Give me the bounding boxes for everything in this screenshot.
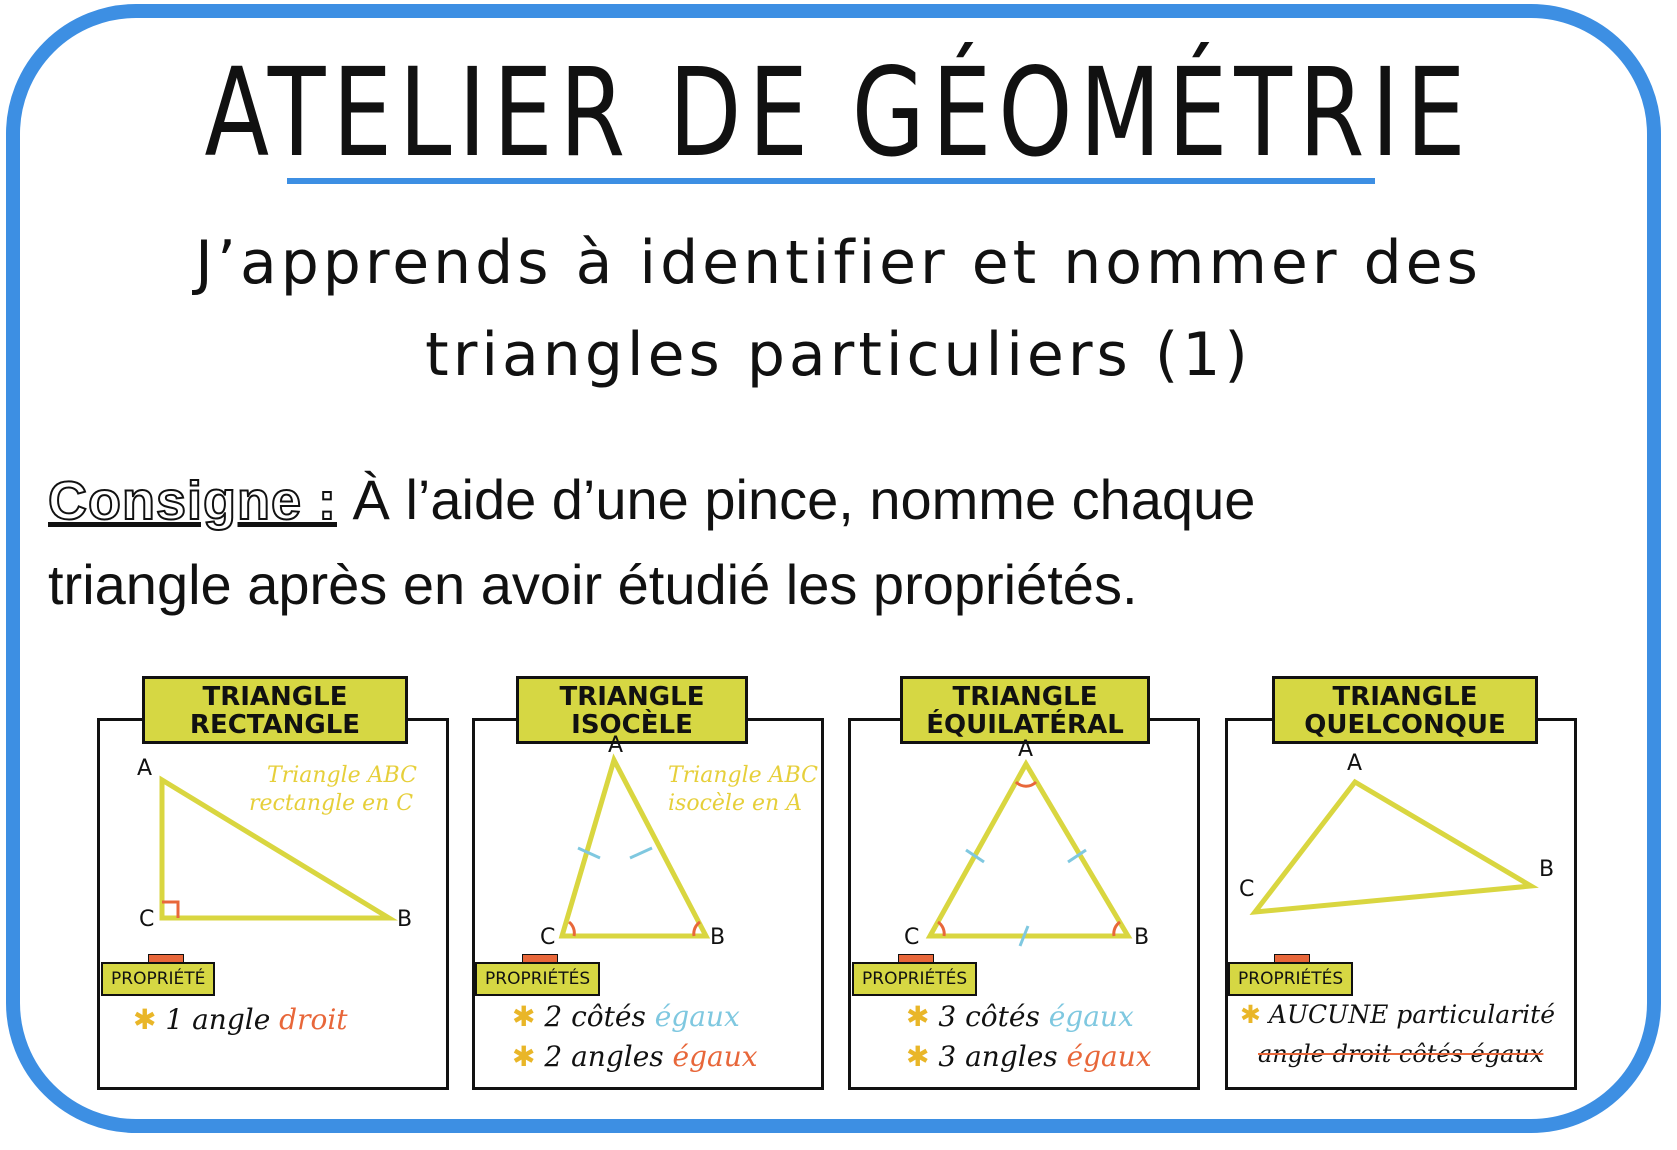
panel-equilateral-label: TRIANGLE ÉQUILATÉRAL bbox=[900, 676, 1150, 744]
vertex-c: C bbox=[1239, 877, 1254, 902]
vertex-c: C bbox=[540, 925, 555, 950]
property-prefix: angle droit côtés égaux bbox=[1258, 1040, 1544, 1068]
property-line-2: angle droit côtés égaux bbox=[1258, 1040, 1543, 1068]
property-tag: PROPRIÉTÉS bbox=[852, 962, 978, 996]
panel-label-line-2: ÉQUILATÉRAL bbox=[926, 710, 1124, 740]
property-highlight: droit bbox=[279, 1003, 348, 1036]
bullet-star-icon: ✱ bbox=[1240, 1000, 1261, 1029]
panel-label-line-1: TRIANGLE bbox=[952, 682, 1098, 712]
bullet-star-icon: ✱ bbox=[512, 1040, 536, 1073]
triangle-quelconque-figure: A B C bbox=[1239, 751, 1554, 916]
triangle-note-line-2: isocèle en A bbox=[668, 791, 802, 816]
panel-label-line-2: ISOCÈLE bbox=[571, 710, 693, 740]
property-line-2: ✱ 3 angles égaux bbox=[906, 1040, 1152, 1073]
title-underline bbox=[287, 178, 1375, 184]
property-tag: PROPRIÉTÉ bbox=[101, 962, 216, 996]
triangle-equilateral-figure: A B C bbox=[904, 737, 1149, 950]
vertex-a: A bbox=[1018, 737, 1033, 762]
subtitle-line-1: J’apprends à identifier et nommer des bbox=[195, 228, 1482, 298]
property-prefix: 3 angles bbox=[938, 1040, 1058, 1073]
property-prefix: AUCUNE particularité bbox=[1268, 1000, 1555, 1029]
instruction-label: Consigne : bbox=[47, 470, 337, 532]
property-tag: PROPRIÉTÉS bbox=[475, 962, 601, 996]
triangle-rectangle-figure: A B C Triangle ABC rectangle en C bbox=[137, 756, 417, 932]
triangle-note-line-1: Triangle ABC bbox=[267, 763, 417, 788]
panel-label-line-2: RECTANGLE bbox=[189, 710, 361, 740]
vertex-a: A bbox=[608, 733, 623, 758]
panel-rectangle bbox=[97, 718, 449, 1090]
panel-quelconque-label: TRIANGLE QUELCONQUE bbox=[1272, 676, 1538, 744]
vertex-c: C bbox=[904, 925, 919, 950]
property-prefix: 3 côtés bbox=[938, 1000, 1040, 1033]
property-line-1: ✱ AUCUNE particularité bbox=[1240, 1000, 1555, 1029]
panel-rectangle-label: TRIANGLE RECTANGLE bbox=[142, 676, 408, 744]
property-highlight: égaux bbox=[1048, 1000, 1134, 1033]
property-line-1: ✱ 1 angle droit bbox=[133, 1003, 348, 1036]
property-highlight: égaux bbox=[672, 1040, 758, 1073]
vertex-a: A bbox=[137, 756, 152, 781]
property-prefix: 2 angles bbox=[544, 1040, 664, 1073]
bullet-star-icon: ✱ bbox=[906, 1040, 930, 1073]
vertex-b: B bbox=[710, 925, 725, 950]
vertex-b: B bbox=[1134, 925, 1149, 950]
property-line-1: ✱ 3 côtés égaux bbox=[906, 1000, 1134, 1033]
vertex-b: B bbox=[1539, 857, 1554, 882]
panel-label-line-1: TRIANGLE bbox=[202, 682, 348, 712]
property-highlight: égaux bbox=[1066, 1040, 1152, 1073]
instruction-text-line-2: triangle après en avoir étudié les propr… bbox=[48, 553, 1138, 616]
vertex-c: C bbox=[139, 907, 154, 932]
panel-label-line-1: TRIANGLE bbox=[1332, 682, 1478, 712]
bullet-star-icon: ✱ bbox=[906, 1000, 930, 1033]
panel-label-line-1: TRIANGLE bbox=[559, 682, 705, 712]
panel-label-line-2: QUELCONQUE bbox=[1304, 710, 1506, 740]
vertex-b: B bbox=[397, 907, 412, 932]
property-line-1: ✱ 2 côtés égaux bbox=[512, 1000, 740, 1033]
panel-isocele-label: TRIANGLE ISOCÈLE bbox=[516, 676, 748, 744]
property-line-2: ✱ 2 angles égaux bbox=[512, 1040, 758, 1073]
property-prefix: 1 angle bbox=[165, 1003, 271, 1036]
bullet-star-icon: ✱ bbox=[133, 1003, 157, 1036]
page-title: ATELIER DE GÉOMÉTRIE bbox=[204, 42, 1473, 184]
instruction-text-line-1: À l’aide d’une pince, nomme chaque bbox=[337, 468, 1256, 531]
instruction-block: Consigne : À l’aide d’une pince, nomme c… bbox=[47, 458, 1608, 627]
triangle-isocele-figure: A B C Triangle ABC isocèle en A bbox=[540, 733, 818, 950]
property-highlight: égaux bbox=[654, 1000, 740, 1033]
vertex-a: A bbox=[1347, 751, 1362, 776]
subtitle-line-2: triangles particuliers (1) bbox=[425, 320, 1252, 390]
property-prefix: 2 côtés bbox=[544, 1000, 646, 1033]
panel-isocele bbox=[472, 718, 824, 1090]
triangle-note-line-2: rectangle en C bbox=[249, 791, 413, 816]
bullet-star-icon: ✱ bbox=[512, 1000, 536, 1033]
triangle-note-line-1: Triangle ABC bbox=[668, 763, 818, 788]
property-tag: PROPRIÉTÉS bbox=[1228, 962, 1354, 996]
